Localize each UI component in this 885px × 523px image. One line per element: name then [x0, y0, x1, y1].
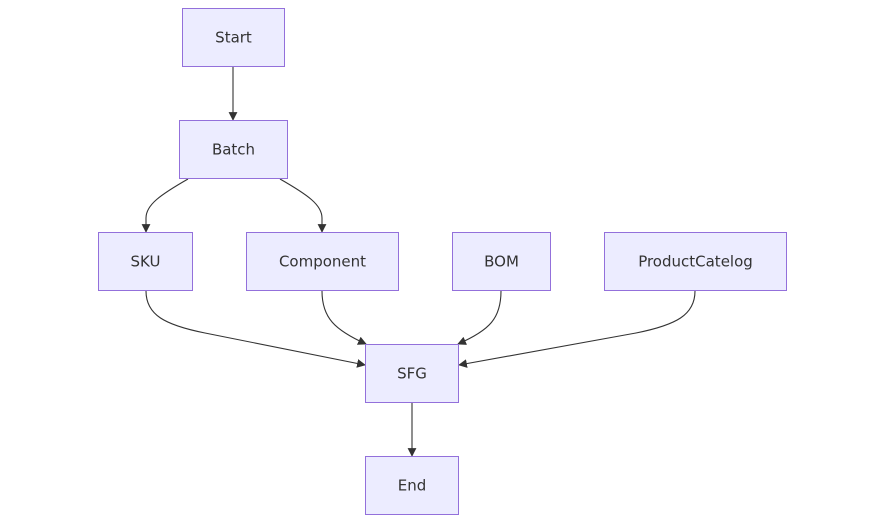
edge-component-to-sfg: [321, 290, 367, 345]
node-sku: SKU: [98, 232, 193, 291]
node-product-catalog: ProductCatelog: [604, 232, 787, 291]
node-batch-label: Batch: [212, 141, 255, 159]
node-end: End: [365, 456, 459, 515]
edge-batch-to-sku: [141, 178, 189, 233]
node-start-label: Start: [215, 29, 252, 47]
edge-productcatalog-to-sfg: [458, 290, 696, 368]
node-component: Component: [246, 232, 399, 291]
node-sku-label: SKU: [131, 253, 161, 271]
edge-sku-to-sfg: [145, 290, 366, 368]
node-product-catalog-label: ProductCatelog: [638, 253, 753, 271]
node-start: Start: [182, 8, 285, 67]
node-component-label: Component: [279, 253, 366, 271]
edge-bom-to-sfg: [457, 290, 502, 345]
node-sfg-label: SFG: [397, 365, 427, 383]
node-batch: Batch: [179, 120, 288, 179]
node-bom: BOM: [452, 232, 551, 291]
node-end-label: End: [398, 477, 427, 495]
edge-batch-to-component: [279, 178, 327, 233]
node-sfg: SFG: [365, 344, 459, 403]
node-bom-label: BOM: [484, 253, 519, 271]
